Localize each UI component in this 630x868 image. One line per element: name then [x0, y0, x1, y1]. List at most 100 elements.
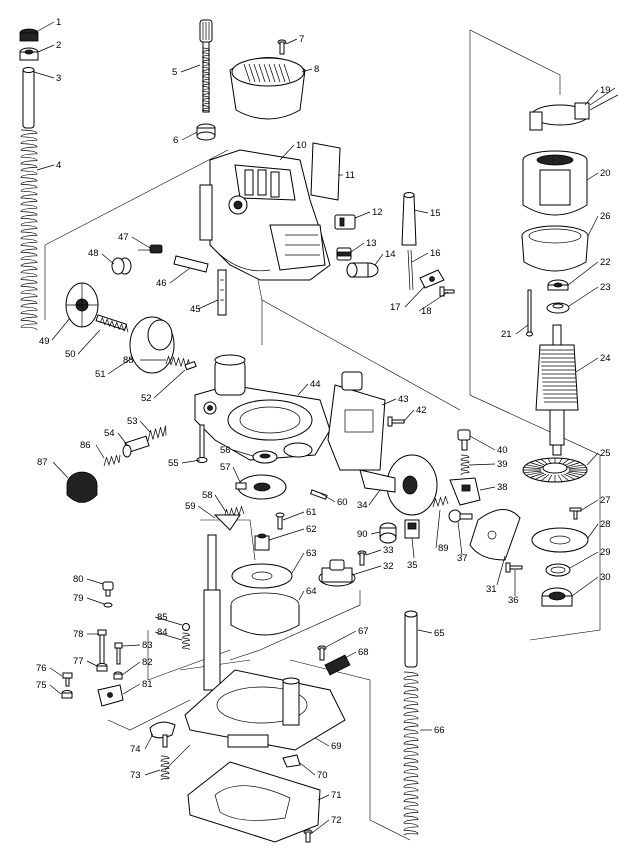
part-74-wing-bolt [149, 721, 176, 748]
part-75-nut [61, 690, 73, 699]
callout-30: 30 [600, 572, 611, 583]
part-45-scale [217, 269, 227, 316]
callout-79: 79 [73, 593, 84, 604]
part-14-sleeve [346, 262, 379, 278]
part-65-pole [404, 610, 418, 668]
callout-11: 11 [345, 170, 355, 181]
callout-23: 23 [600, 282, 611, 293]
part-90-sleeve [379, 522, 397, 544]
callout-73: 73 [130, 770, 141, 781]
part-89-spring [432, 495, 449, 508]
part-67-screw [317, 645, 327, 661]
callout-88: 88 [123, 355, 134, 366]
callout-51: 51 [95, 369, 106, 380]
callout-32: 32 [383, 561, 394, 572]
part-56-washer [252, 450, 278, 464]
part-40-screw [457, 429, 471, 451]
callout-59: 59 [185, 501, 196, 512]
callout-18: 18 [421, 306, 432, 317]
part-32-holder [318, 559, 356, 587]
callout-12: 12 [372, 207, 383, 218]
part-27-screw [569, 507, 582, 520]
part-80-screw [102, 581, 114, 597]
callout-50: 50 [65, 349, 76, 360]
part-42-screw [387, 416, 405, 427]
part-8-top-cover [229, 57, 306, 120]
callout-67: 67 [358, 626, 369, 637]
callout-15: 15 [430, 208, 441, 219]
part-69-base [184, 669, 346, 751]
callout-57: 57 [220, 462, 231, 473]
part-52-pin [184, 360, 197, 371]
part-13-block [336, 247, 352, 261]
callout-40: 40 [497, 445, 508, 456]
callout-36: 36 [508, 595, 519, 606]
part-60-screw [309, 489, 328, 500]
part-10-motor-housing [199, 149, 331, 281]
callout-90: 90 [357, 529, 368, 540]
part-59-stopper [213, 514, 241, 531]
callout-49: 49 [39, 336, 50, 347]
part-77-nut [96, 663, 108, 672]
part-87-knob [66, 471, 98, 503]
part-30-bearing [541, 587, 573, 607]
callout-42: 42 [416, 405, 427, 416]
callout-56: 56 [220, 445, 231, 456]
part-5-depth-rod [199, 19, 213, 113]
part-21-screw [526, 289, 533, 337]
part-62-nut [254, 533, 270, 551]
part-11-label [310, 142, 341, 201]
callout-65: 65 [434, 628, 445, 639]
callout-72: 72 [331, 815, 342, 826]
callout-70: 70 [317, 770, 328, 781]
part-35-block [404, 519, 420, 539]
part-20-field [522, 150, 588, 216]
part-22-bearing [547, 279, 569, 291]
callout-17: 17 [390, 302, 401, 313]
callout-64: 64 [306, 586, 317, 597]
part-79-ring [103, 602, 113, 608]
callout-38: 38 [497, 482, 508, 493]
callout-37: 37 [457, 553, 468, 564]
callout-58: 58 [202, 490, 213, 501]
part-47-spring-pin [138, 244, 163, 254]
part-78-bolt [97, 629, 107, 666]
part-29-ring [545, 563, 571, 577]
part-70-clip [282, 754, 301, 768]
part-4-spring [20, 129, 38, 331]
callout-81: 81 [142, 679, 153, 690]
callout-20: 20 [600, 168, 611, 179]
part-73-spring [160, 755, 170, 781]
part-66-spring [403, 671, 419, 836]
callout-89: 89 [438, 543, 449, 554]
part-23-washer [546, 302, 570, 314]
callout-13: 13 [366, 238, 377, 249]
callout-60: 60 [337, 497, 348, 508]
callout-83: 83 [142, 640, 153, 651]
callout-55: 55 [168, 458, 179, 469]
part-50-bolt [95, 314, 129, 333]
callout-25: 25 [600, 448, 611, 459]
part-25-fan [522, 457, 588, 483]
callout-24: 24 [600, 353, 611, 364]
part-pole-left [203, 534, 221, 691]
part-6-nut [196, 123, 216, 141]
part-38-adjuster [449, 477, 481, 506]
callout-4: 4 [56, 160, 61, 171]
part-46-plate [173, 255, 209, 273]
part-17-clamp [419, 269, 445, 289]
part-37-bolt [448, 509, 473, 523]
callout-85: 85 [157, 612, 168, 623]
callout-27: 27 [600, 495, 611, 506]
part-72-screw [303, 829, 313, 843]
callout-21: 21 [501, 329, 512, 340]
callout-14: 14 [385, 249, 396, 260]
callout-19: 19 [600, 85, 611, 96]
callout-16: 16 [430, 248, 441, 259]
part-31-cover-plate [469, 509, 521, 561]
callout-45: 45 [190, 304, 201, 315]
callout-8: 8 [314, 64, 319, 75]
callout-34: 34 [357, 500, 368, 511]
callout-66: 66 [434, 725, 445, 736]
